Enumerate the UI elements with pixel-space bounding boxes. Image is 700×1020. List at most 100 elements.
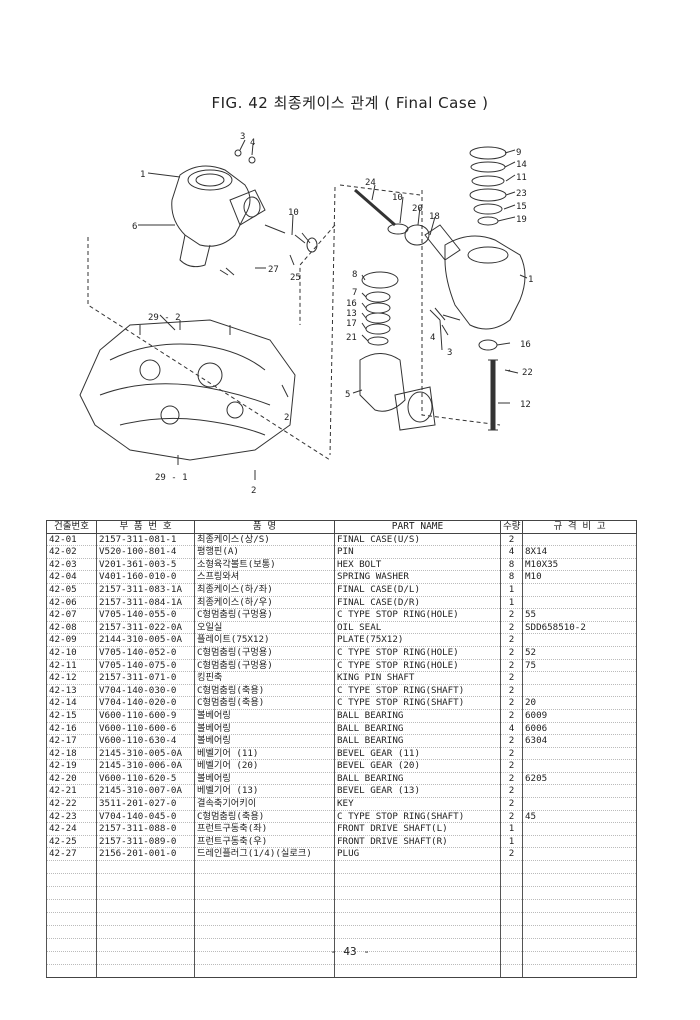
cell-part-name: PLUG <box>334 847 501 862</box>
cell-korean-name: 볼베어링 <box>194 722 335 736</box>
cell-korean-name: 볼베어링 <box>194 709 335 723</box>
cell-spec <box>522 583 637 597</box>
callout-4: 4 <box>250 138 255 148</box>
cell-part-name: C TYPE STOP RING(SHAFT) <box>334 684 501 698</box>
cell-korean-name: C형멈춤링(구멍용) <box>194 608 335 622</box>
cell-part-number: V520-100-801-4 <box>96 545 195 559</box>
cell-part-name: SPRING WASHER <box>334 570 501 584</box>
cell-ref-no: 42-23 <box>46 810 97 824</box>
cell-korean-name: 베벨기어 (11) <box>194 747 335 761</box>
cell-part-number: V600-110-600-9 <box>96 709 195 723</box>
cell-ref-no: 42-06 <box>46 596 97 610</box>
cell-spec: 75 <box>522 659 637 673</box>
empty-cell <box>522 964 637 979</box>
cell-part-name: C TYPE STOP RING(HOLE) <box>334 646 501 660</box>
cell-part-number: 2157-311-022-0A <box>96 621 195 635</box>
empty-cell <box>334 860 501 875</box>
cell-spec: 45 <box>522 810 637 824</box>
empty-cell <box>334 925 501 940</box>
empty-cell <box>334 873 501 888</box>
cell-spec <box>522 822 637 836</box>
cell-spec <box>522 633 637 647</box>
callout-2a: 2 <box>284 413 289 423</box>
cell-spec: 6304 <box>522 734 637 748</box>
cell-part-name: BEVEL GEAR (11) <box>334 747 501 761</box>
cell-part-number: V704-140-045-0 <box>96 810 195 824</box>
empty-table-row <box>46 886 637 901</box>
cell-spec <box>522 671 637 685</box>
cell-ref-no: 42-22 <box>46 797 97 811</box>
callout-2b: 2 <box>251 486 256 496</box>
callout-8: 8 <box>352 270 357 280</box>
header-part-number: 부 품 번 호 <box>96 520 195 534</box>
cell-ref-no: 42-08 <box>46 621 97 635</box>
cell-part-name: C TYPE STOP RING(HOLE) <box>334 659 501 673</box>
cell-ref-no: 42-02 <box>46 545 97 559</box>
cell-ref-no: 42-21 <box>46 784 97 799</box>
cell-spec: M10 <box>522 570 637 584</box>
cell-ref-no: 42-18 <box>46 747 97 761</box>
empty-cell <box>96 964 195 979</box>
cell-part-name: PLATE(75X12) <box>334 633 501 647</box>
cell-korean-name: 스프링와셔 <box>194 570 335 584</box>
cell-ref-no: 42-17 <box>46 734 97 748</box>
right-king-pin-assembly-illustration <box>354 146 526 431</box>
empty-cell <box>500 964 523 979</box>
cell-quantity: 2 <box>500 684 523 698</box>
cell-korean-name: C형멈춤링(축용) <box>194 810 335 824</box>
cell-korean-name: 프런트구동축(우) <box>194 835 335 849</box>
cell-part-number: 2156-201-001-0 <box>96 847 195 862</box>
empty-table-row <box>46 938 637 953</box>
cell-part-number: V600-110-600-6 <box>96 722 195 736</box>
cell-ref-no: 42-11 <box>46 659 97 673</box>
callout-14: 14 <box>516 160 527 170</box>
empty-cell <box>194 925 335 940</box>
callout-27: 27 <box>268 265 279 275</box>
cell-quantity: 2 <box>500 696 523 710</box>
cell-korean-name: 최종케이스(하/우) <box>194 596 335 610</box>
cell-part-name: FRONT DRIVE SHAFT(R) <box>334 835 501 849</box>
empty-cell <box>46 925 97 940</box>
cell-ref-no: 42-10 <box>46 646 97 660</box>
cell-ref-no: 42-15 <box>46 709 97 723</box>
cell-korean-name: 볼베어링 <box>194 734 335 748</box>
cell-part-name: BALL BEARING <box>334 709 501 723</box>
cell-part-name: BEVEL GEAR (13) <box>334 784 501 799</box>
cell-spec: 6006 <box>522 722 637 736</box>
cell-quantity: 1 <box>500 596 523 610</box>
cell-part-name: HEX BOLT <box>334 558 501 572</box>
cell-korean-name: 결속축기어키이 <box>194 797 335 811</box>
empty-table-row <box>46 951 637 966</box>
cell-ref-no: 42-24 <box>46 822 97 836</box>
cell-part-number: 2157-311-088-0 <box>96 822 195 836</box>
cell-part-number: 2145-310-007-0A <box>96 784 195 799</box>
callout-4b: 4 <box>430 333 435 343</box>
empty-cell <box>522 938 637 953</box>
empty-cell <box>46 860 97 875</box>
empty-table-row <box>46 899 637 914</box>
empty-table-row <box>46 912 637 927</box>
cell-spec <box>522 835 637 849</box>
cell-korean-name: 킹핀축 <box>194 671 335 685</box>
cell-part-name: FINAL CASE(D/L) <box>334 583 501 597</box>
empty-cell <box>46 912 97 927</box>
cell-korean-name: 드레인플러그(1/4)(실로크) <box>194 847 335 862</box>
callout-29-1: 29 - 1 <box>155 473 188 483</box>
cell-ref-no: 42-07 <box>46 608 97 622</box>
header-quantity: 수량 <box>500 520 523 534</box>
cell-part-name: BALL BEARING <box>334 734 501 748</box>
cell-part-name: KEY <box>334 797 501 811</box>
cell-ref-no: 42-14 <box>46 696 97 710</box>
empty-table-row <box>46 964 637 979</box>
cell-part-name: BALL BEARING <box>334 722 501 736</box>
callout-29-2: 29 - 2 <box>148 313 181 323</box>
cell-part-name: C TYPE STOP RING(SHAFT) <box>334 696 501 710</box>
callout-24: 24 <box>365 178 376 188</box>
